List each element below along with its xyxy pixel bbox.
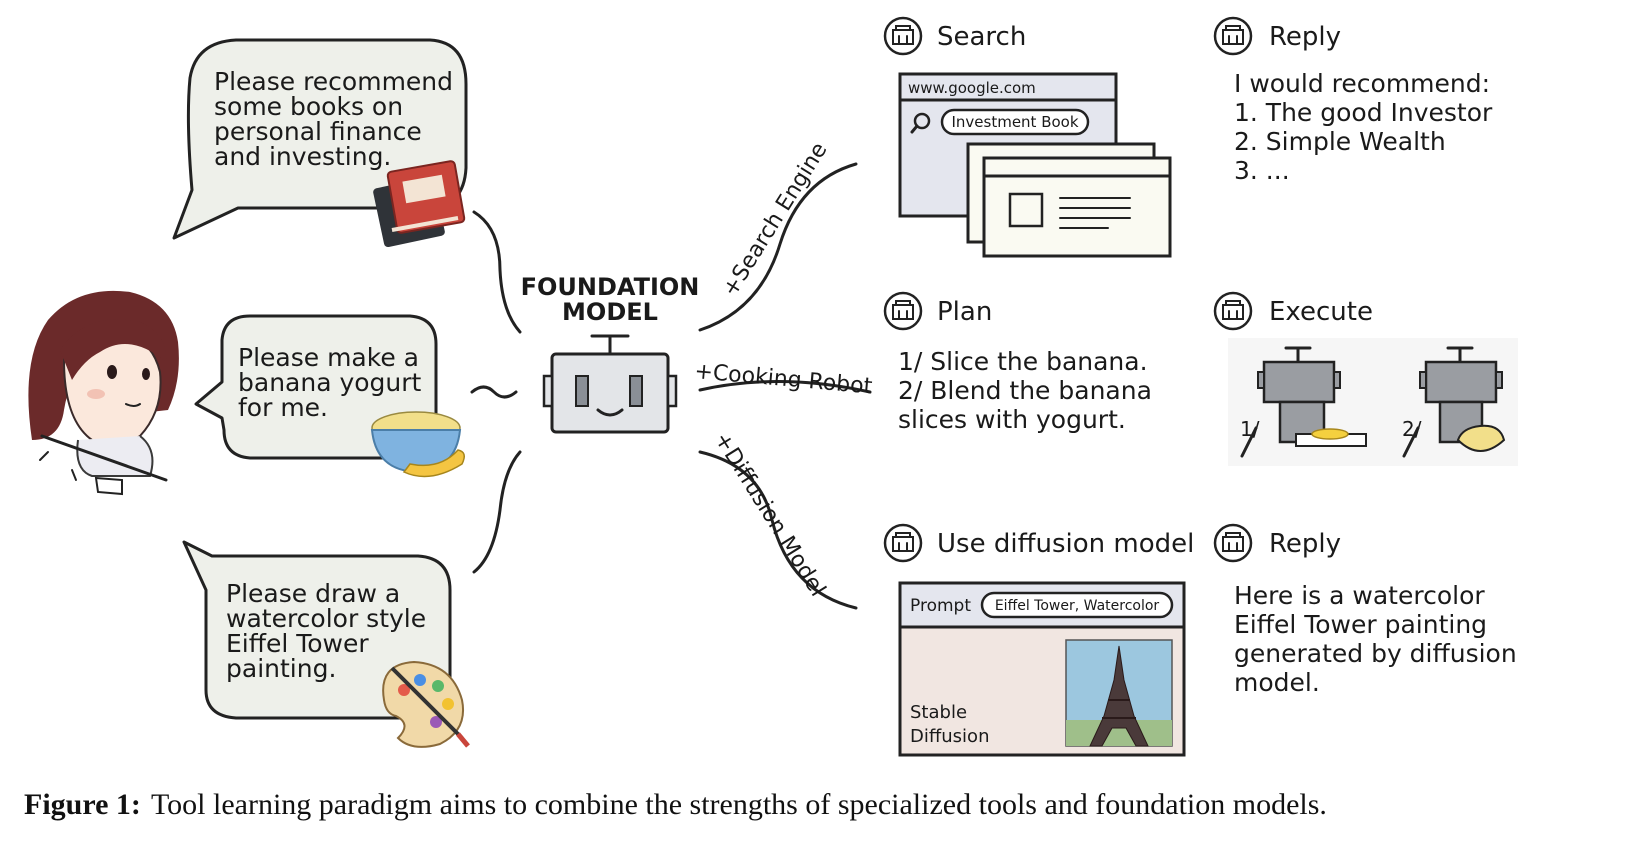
caption-label: Figure 1: — [24, 788, 141, 821]
prompt-label: Prompt — [910, 596, 971, 616]
request-bubble-books: Please recommend some books on personal … — [172, 38, 468, 248]
execute-step-1: 1/ — [1240, 417, 1260, 441]
yogurt-bowl-icon — [370, 411, 465, 478]
request-bubble-painting: Please draw a watercolor style Eiffel To… — [182, 540, 470, 748]
execute-step-2: 2/ — [1402, 417, 1422, 441]
tool-icon — [883, 16, 923, 56]
step-search: Search — [883, 16, 1026, 56]
branch-diffusion-label: +Diffusion Model — [709, 428, 830, 601]
bubble-books-text: Please recommend some books on personal … — [214, 67, 461, 171]
search-browser: www.google.com Investment Book — [898, 72, 1172, 258]
diffusion-tool-line1: Stable — [910, 702, 967, 723]
tool-icon — [1213, 16, 1253, 56]
robot-blending-icon — [1419, 346, 1506, 452]
prompt-value: Eiffel Tower, Watercolor — [995, 598, 1160, 614]
tool-icon — [1213, 291, 1253, 331]
diffusion-panel: Prompt Eiffel Tower, Watercolor Stable D… — [898, 581, 1186, 757]
branch-cooking-line — [698, 380, 872, 394]
step-reply-bottom: Reply — [1213, 523, 1341, 563]
connector-books — [472, 210, 522, 334]
tool-icon — [1213, 523, 1253, 563]
caption-text: Tool learning paradigm aims to combine t… — [151, 788, 1327, 821]
center-title-line2: MODEL — [562, 298, 658, 326]
step-plan: Plan — [883, 291, 992, 331]
step-reply-top: Reply — [1213, 16, 1341, 56]
branch-diffusion-line — [698, 450, 858, 610]
foundation-model-robot: FOUNDATION MODEL — [521, 273, 700, 434]
branch-search-label: +Search Engine — [718, 138, 833, 301]
books-icon — [373, 160, 466, 248]
palette-icon — [382, 660, 470, 748]
tool-icon — [883, 523, 923, 563]
diffusion-tool-line2: Diffusion — [910, 726, 989, 747]
bubble-painting-text: Please draw a watercolor style Eiffel To… — [226, 579, 434, 683]
tool-icon — [883, 291, 923, 331]
branch-search-line — [698, 162, 858, 332]
step-execute: Execute — [1213, 291, 1373, 331]
connector-painting — [472, 450, 522, 574]
center-title-line1: FOUNDATION — [521, 273, 700, 301]
branch-cooking-label: +Cooking Robot — [693, 359, 873, 399]
step-reply-top-label: Reply — [1269, 22, 1341, 52]
robot-slicing-icon — [1257, 346, 1367, 447]
reply-bottom-text: Here is a watercolor Eiffel Tower painti… — [1234, 581, 1525, 697]
step-execute-label: Execute — [1269, 297, 1373, 327]
plan-text: 1/ Slice the banana. 2/ Blend the banana… — [898, 347, 1160, 434]
step-search-label: Search — [937, 22, 1026, 52]
bubble-yogurt-text: Please make a banana yogurt for me. — [238, 343, 429, 422]
execute-illustration: 1/ 2/ — [1228, 338, 1518, 466]
girl-illustration — [28, 290, 179, 496]
figure-caption: Figure 1: Tool learning paradigm aims to … — [24, 788, 1327, 821]
connector-yogurt — [470, 385, 518, 399]
step-reply-bottom-label: Reply — [1269, 529, 1341, 559]
eiffel-tower-painting — [1065, 639, 1173, 747]
browser-url: www.google.com — [908, 79, 1036, 97]
reply-top-text: I would recommend: 1. The good Investor … — [1234, 69, 1500, 185]
step-plan-label: Plan — [937, 297, 992, 327]
step-use-diffusion: Use diffusion model — [883, 523, 1194, 563]
browser-query: Investment Book — [951, 113, 1078, 131]
search-icon — [913, 112, 931, 130]
request-bubble-yogurt: Please make a banana yogurt for me. — [194, 314, 465, 478]
step-use-diffusion-label: Use diffusion model — [937, 529, 1194, 559]
